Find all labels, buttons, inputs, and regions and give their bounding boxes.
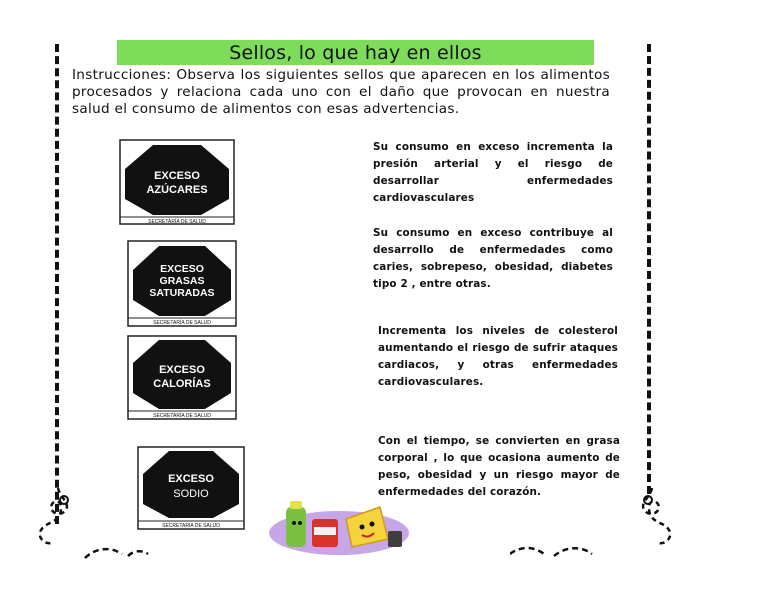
swirl-doodle-left xyxy=(38,488,149,559)
seal-footer: SECRETARÍA DE SALUD xyxy=(153,412,211,419)
instructions-text: Instrucciones: Observa los siguientes se… xyxy=(72,67,610,117)
description-2: Su consumo en exceso contribuye al desar… xyxy=(373,227,613,290)
seal-line1: EXCESO xyxy=(154,170,200,182)
swirl-doodle-right xyxy=(510,488,672,557)
title-banner: Sellos, lo que hay en ellos xyxy=(117,40,594,65)
description-1: Su consumo en exceso incrementa la presi… xyxy=(373,141,613,204)
dashed-border-right xyxy=(647,44,651,494)
seal-line2: SODIO xyxy=(173,488,209,500)
seal-footer: SECRETARÍA DE SALUD xyxy=(148,218,206,225)
seal-exceso-grasas-saturadas: EXCESO GRASAS SATURADAS SECRETARÍA DE SA… xyxy=(127,240,237,327)
seal-line1: EXCESO xyxy=(168,473,214,485)
seal-exceso-calorias: EXCESO CALORÍAS SECRETARÍA DE SALUD xyxy=(127,335,237,420)
seal-footer: SECRETARÍA DE SALUD xyxy=(162,522,220,529)
seal-footer: SECRETARÍA DE SALUD xyxy=(153,319,211,326)
junk-food-illustration xyxy=(269,501,409,555)
seal-exceso-sodio: EXCESO SODIO SECRETARÍA DE SALUD xyxy=(137,446,245,530)
page-title: Sellos, lo que hay en ellos xyxy=(229,41,482,64)
dashed-border-left xyxy=(55,44,59,524)
seal-line1: EXCESO xyxy=(159,364,205,376)
seal-exceso-azucares: EXCESO AZÚCARES SECRETARÍA DE SALUD xyxy=(119,139,235,225)
seal-line2: AZÚCARES xyxy=(146,183,207,196)
seal-line2: GRASAS xyxy=(160,275,205,287)
description-4: Con el tiempo, se convierten en grasa co… xyxy=(378,435,620,498)
seal-line3: SATURADAS xyxy=(149,287,214,299)
description-3: Incrementa los niveles de colesterol aum… xyxy=(378,325,618,388)
seal-line2: CALORÍAS xyxy=(153,377,210,390)
seal-line1: EXCESO xyxy=(160,263,204,275)
